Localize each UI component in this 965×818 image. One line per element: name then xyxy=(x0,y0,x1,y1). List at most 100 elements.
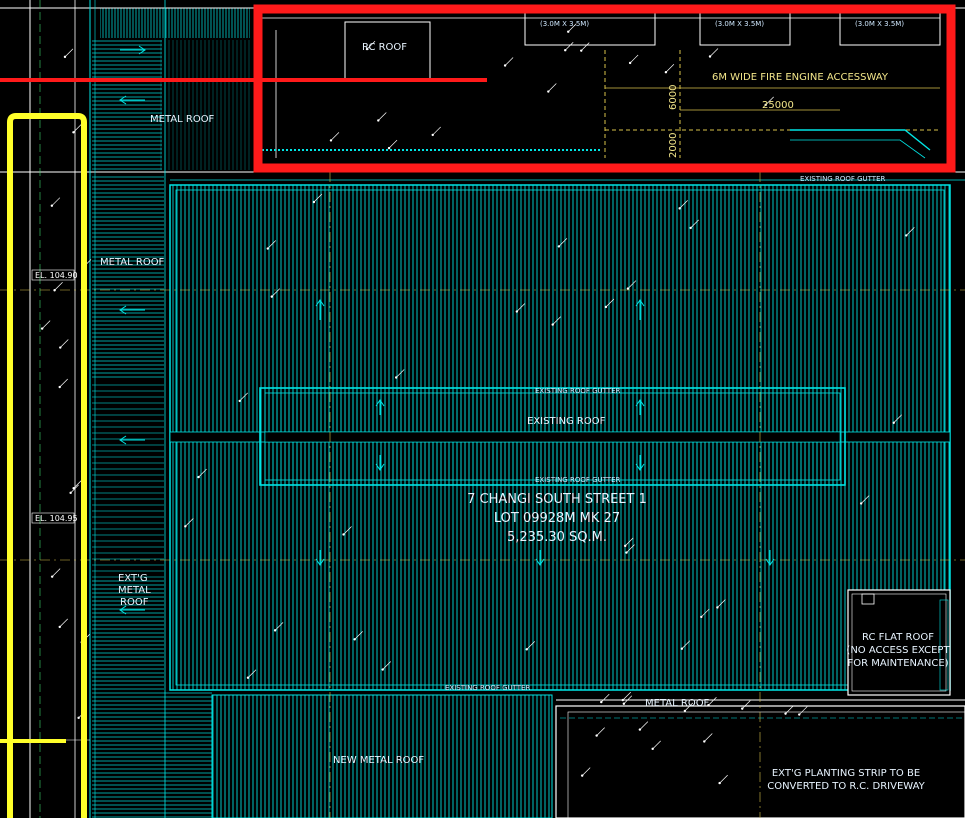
red-highlight xyxy=(0,4,956,173)
lot-label: LOT 09928M MK 27 xyxy=(494,511,620,526)
spot-level-tick xyxy=(622,691,632,701)
spot-level-tick xyxy=(558,238,568,247)
spot-level-tick xyxy=(893,414,902,424)
spot-level-tick xyxy=(552,316,561,325)
metal-roof-label-1: METAL ROOF xyxy=(150,114,215,125)
spot-level-tick xyxy=(516,303,526,312)
spot-level-tick xyxy=(41,320,51,329)
spot-level-dot xyxy=(381,668,384,671)
spot-level-dot xyxy=(365,47,369,51)
spot-level-tick xyxy=(274,622,284,631)
spot-level-tick xyxy=(690,219,699,229)
spot-level-tick xyxy=(798,706,808,715)
spot-level-tick xyxy=(388,139,398,149)
spot-level-tick xyxy=(239,392,248,402)
spot-level-dot xyxy=(59,346,62,349)
gutter-label-mid2: EXISTING ROOF GUTTER xyxy=(535,476,620,484)
spot-level-tick xyxy=(605,298,615,308)
spot-level-dot xyxy=(53,289,56,292)
spot-level-tick xyxy=(627,280,637,289)
spot-level-dot xyxy=(741,707,744,710)
spot-level-tick xyxy=(395,369,405,378)
spot-level-tick xyxy=(860,495,870,504)
spot-level-tick xyxy=(330,132,340,141)
spot-level-dot xyxy=(764,103,767,107)
spot-level-dot xyxy=(604,305,608,309)
spot-level-dot xyxy=(50,204,54,207)
spot-level-dot xyxy=(683,709,687,713)
spot-level-tick xyxy=(906,227,915,236)
gutter-label-top: EXISTING ROOF GUTTER xyxy=(800,175,885,183)
spot-level-dot xyxy=(703,740,706,743)
spot-level-tick xyxy=(581,767,591,776)
spot-level-dot xyxy=(40,327,44,330)
spot-level-dot xyxy=(72,487,75,490)
spot-level-dot xyxy=(621,698,624,702)
spot-level-tick xyxy=(59,378,68,388)
spot-level-tick xyxy=(432,126,441,136)
top-box-3-label: (3.0M X 3.5M) xyxy=(855,20,904,28)
rc-flat-roof-box xyxy=(847,589,951,696)
spot-level-dot xyxy=(859,502,863,505)
spot-level-tick xyxy=(623,695,633,704)
spot-level-tick xyxy=(601,693,610,703)
spot-level-dot xyxy=(626,287,630,290)
spot-level-dot xyxy=(622,702,626,705)
spot-level-tick xyxy=(382,661,391,670)
spot-level-dot xyxy=(707,704,710,707)
spot-level-tick xyxy=(59,618,68,628)
spot-level-dot xyxy=(63,55,67,59)
labels: RC ROOF 6M WIDE FIRE ENGINE ACCESSWAY 60… xyxy=(35,20,950,792)
spot-level-tick xyxy=(73,479,82,489)
spot-level-dot xyxy=(69,491,72,495)
grid-lines xyxy=(0,172,965,818)
spot-level-tick xyxy=(708,696,717,706)
spot-level-tick xyxy=(247,669,257,678)
spot-level-dot xyxy=(525,648,528,651)
spot-level-tick xyxy=(741,700,751,709)
fire-engine-accessway-label: 6M WIDE FIRE ENGINE ACCESSWAY xyxy=(712,72,889,83)
rc-flat-roof-label: RC FLAT ROOF xyxy=(862,632,934,643)
spot-level-tick xyxy=(581,42,590,51)
spot-level-dot xyxy=(680,647,684,650)
top-box-1-label: (3.0M X 3.5M) xyxy=(540,20,589,28)
elevation-label-1: EL. 104.90 xyxy=(35,271,78,280)
spot-level-tick xyxy=(343,526,352,535)
spot-level-dot xyxy=(246,676,250,679)
extg-roof-label: ROOF xyxy=(120,597,149,608)
spot-level-dot xyxy=(342,533,345,536)
dim-6000-label: 6000 xyxy=(668,85,679,110)
spot-level-dot xyxy=(197,475,200,479)
rc-flat-roof-note-1: (NO ACCESS EXCEPT xyxy=(846,645,950,656)
gutter-label-bottom: EXISTING ROOF GUTTER xyxy=(445,684,530,692)
driveway-box xyxy=(555,699,965,818)
spot-level-dot xyxy=(551,323,554,326)
spot-level-tick xyxy=(719,774,728,784)
yellow-highlight xyxy=(0,113,87,818)
spot-level-dot xyxy=(689,226,692,230)
spot-level-tick xyxy=(73,124,82,133)
spot-level-dot xyxy=(270,295,273,298)
spot-level-dot xyxy=(718,781,721,785)
spot-level-tick xyxy=(639,721,649,730)
spot-level-dot xyxy=(557,245,561,248)
spot-level-tick xyxy=(378,112,387,121)
metal-roof-label-3: METAL ROOF xyxy=(645,698,710,709)
spot-level-dot xyxy=(625,551,628,554)
flow-arrow-icon xyxy=(119,45,775,615)
spot-level-tick xyxy=(354,631,363,640)
spot-level-tick xyxy=(785,705,794,714)
spot-level-dot xyxy=(353,638,356,641)
metal-roof-label-2: METAL ROOF xyxy=(100,257,165,268)
spot-level-dot xyxy=(708,55,712,58)
top-left-light-hatch xyxy=(160,40,250,170)
area-label: 5,235.30 SQ.M. xyxy=(507,530,607,545)
left-wall-lines xyxy=(0,0,166,818)
spot-level-tick xyxy=(717,599,726,608)
planting-strip-label-1: EXT'G PLANTING STRIP TO BE xyxy=(772,768,920,779)
spot-level-dot xyxy=(638,728,642,731)
spot-level-dot xyxy=(651,747,654,751)
spot-level-tick xyxy=(624,537,634,547)
spot-level-dot xyxy=(628,61,632,65)
